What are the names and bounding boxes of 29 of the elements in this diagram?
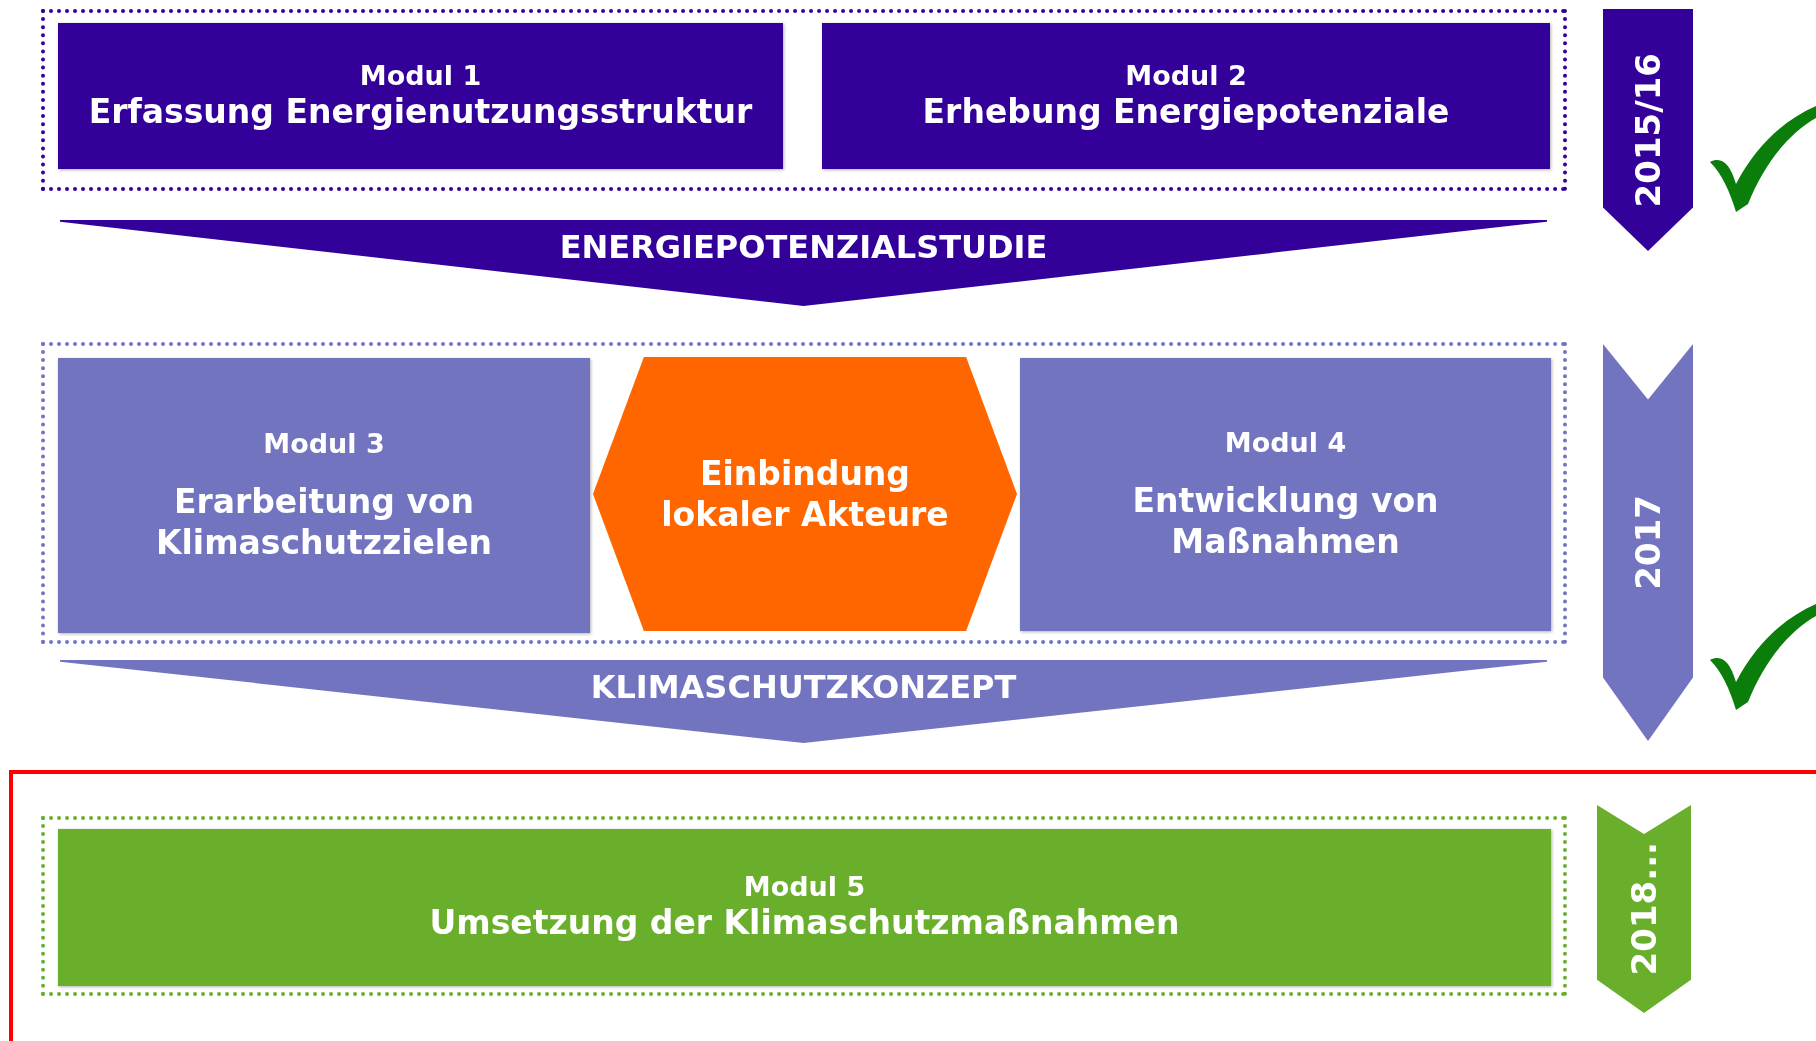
module-number: Modul 2 xyxy=(1125,59,1247,91)
module-number: Modul 5 xyxy=(743,871,866,903)
year-banner xyxy=(1597,805,1691,1013)
funnel-banner xyxy=(60,220,1547,306)
dotted-frame xyxy=(41,9,1567,191)
module-box xyxy=(822,23,1550,169)
banner-title: ENERGIEPOTENZIALSTUDIE xyxy=(559,228,1048,266)
year-label: 2015/16 xyxy=(1628,52,1668,208)
year-banner xyxy=(1603,344,1693,741)
module-number: Modul 4 xyxy=(1224,426,1347,458)
funnel-banner xyxy=(60,660,1547,743)
module-box xyxy=(58,358,590,633)
module-title: Erarbeitung von Klimaschutzzielen xyxy=(154,480,494,564)
hexagon-title: Einbindung lokaler Akteure xyxy=(660,452,950,536)
module-box xyxy=(1020,358,1551,631)
banner-title: KLIMASCHUTZKONZEPT xyxy=(590,668,1017,706)
module-box xyxy=(58,23,783,169)
highlight-frame xyxy=(9,770,1816,1041)
year-label: 2017 xyxy=(1628,495,1668,590)
module-title: Erfassung Energienutzungsstruktur xyxy=(88,90,753,133)
module-number: Modul 1 xyxy=(359,59,482,91)
module-title: Entwicklung von Maßnahmen xyxy=(1131,479,1440,563)
module-title: Erhebung Energiepotenziale xyxy=(922,90,1450,133)
module-number: Modul 3 xyxy=(263,427,385,459)
hexagon-box xyxy=(593,357,1017,631)
dotted-frame xyxy=(41,342,1567,644)
year-banner xyxy=(1603,9,1693,251)
module-title: Umsetzung der Klimaschutzmaßnahmen xyxy=(429,902,1180,944)
year-label: 2018... xyxy=(1624,842,1664,976)
